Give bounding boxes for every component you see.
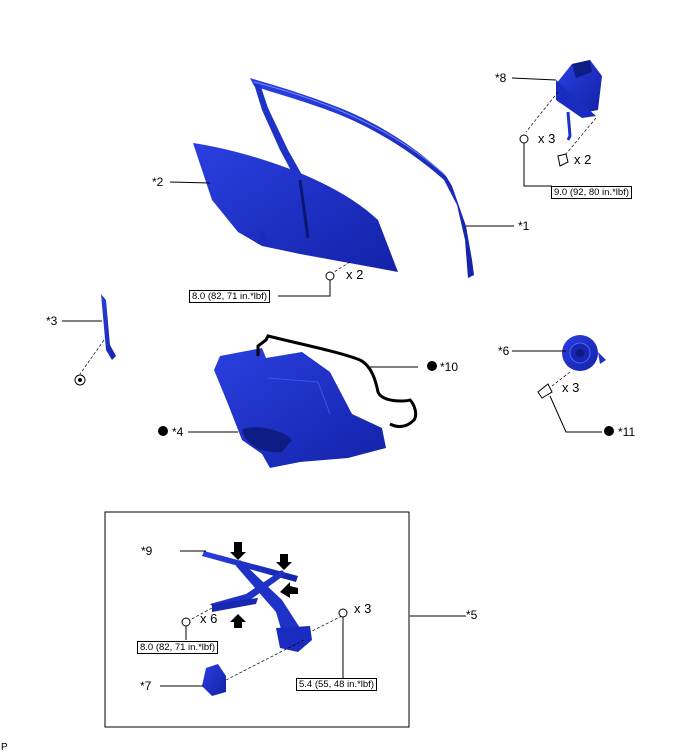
door-glass	[193, 143, 398, 272]
torque-regulator: 8.0 (82, 71 in.*lbf)	[137, 641, 218, 654]
callout-3: *3	[46, 314, 58, 328]
qty-glass-bolt: x 2	[346, 267, 364, 282]
torque-glass: 8.0 (82, 71 in.*lbf)	[189, 290, 270, 303]
callout-10: *10	[440, 360, 459, 374]
rear-run-channel	[74, 294, 116, 386]
door-wire	[256, 334, 418, 428]
qty-mirror-screw: x 2	[574, 152, 592, 167]
page-id: P	[1, 742, 8, 753]
callout-6: *6	[498, 344, 510, 358]
regulator-bolt	[181, 607, 213, 640]
qty-speaker-screw: x 3	[562, 380, 580, 395]
callout-8: *8	[495, 71, 507, 85]
window-regulator-motor	[160, 639, 305, 696]
callout-2: *2	[152, 175, 164, 189]
service-hole-cover	[214, 348, 386, 468]
window-regulator	[180, 550, 312, 652]
callout-1: *1	[518, 219, 530, 233]
speaker	[537, 335, 606, 399]
motor-bolt	[309, 608, 348, 678]
qty-motor-bolt: x 3	[354, 601, 372, 616]
non-reusable-dot-10	[427, 361, 437, 371]
glass-run-channel	[250, 78, 474, 278]
non-reusable-dot-11	[604, 426, 614, 436]
callout-5: *5	[466, 608, 478, 622]
callout-7: *7	[140, 679, 152, 693]
callout-11: *11	[618, 425, 636, 439]
leader-lines	[62, 77, 602, 617]
regulator-detail-box	[104, 511, 410, 728]
qty-regulator-bolt: x 6	[200, 611, 218, 626]
callout-9: *9	[141, 544, 153, 558]
outside-mirror	[519, 60, 602, 167]
non-reusable-dot-4	[158, 426, 168, 436]
qty-mirror-bolt: x 3	[538, 131, 556, 146]
torque-mirror: 9.0 (92, 80 in.*lbf)	[551, 186, 632, 199]
direction-arrows	[230, 542, 298, 628]
torque-motor: 5.4 (55, 48 in.*lbf)	[296, 678, 377, 691]
callout-4: *4	[172, 425, 184, 439]
